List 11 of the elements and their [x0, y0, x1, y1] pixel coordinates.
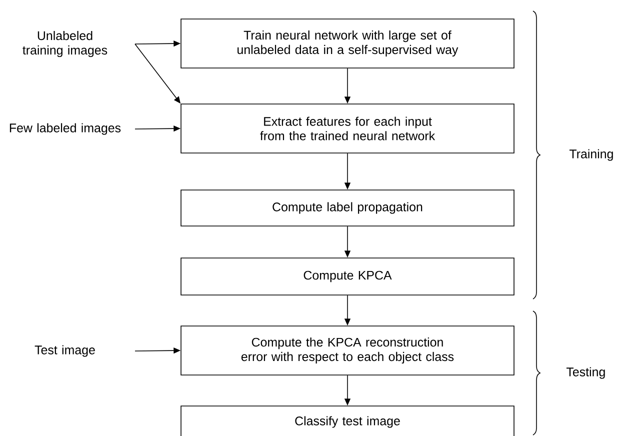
process-box: Classify test image — [180, 406, 514, 436]
input-label: Test image — [34, 345, 95, 357]
process-box: Train neural network with large set of unlabeled data in a self-supervised way — [180, 18, 514, 68]
process-box: Compute label propagation — [180, 190, 514, 226]
group-label: Training — [569, 149, 613, 161]
process-box: Extract features for each input from the trained neural network — [180, 104, 514, 154]
input-label: Few labeled images — [10, 123, 121, 135]
process-box: Compute KPCA — [180, 258, 514, 296]
group-label: Testing — [566, 367, 605, 379]
process-box: Compute the KPCA reconstruction error with respect to each object class — [180, 326, 514, 376]
input-label: Unlabeled training images — [22, 30, 108, 58]
